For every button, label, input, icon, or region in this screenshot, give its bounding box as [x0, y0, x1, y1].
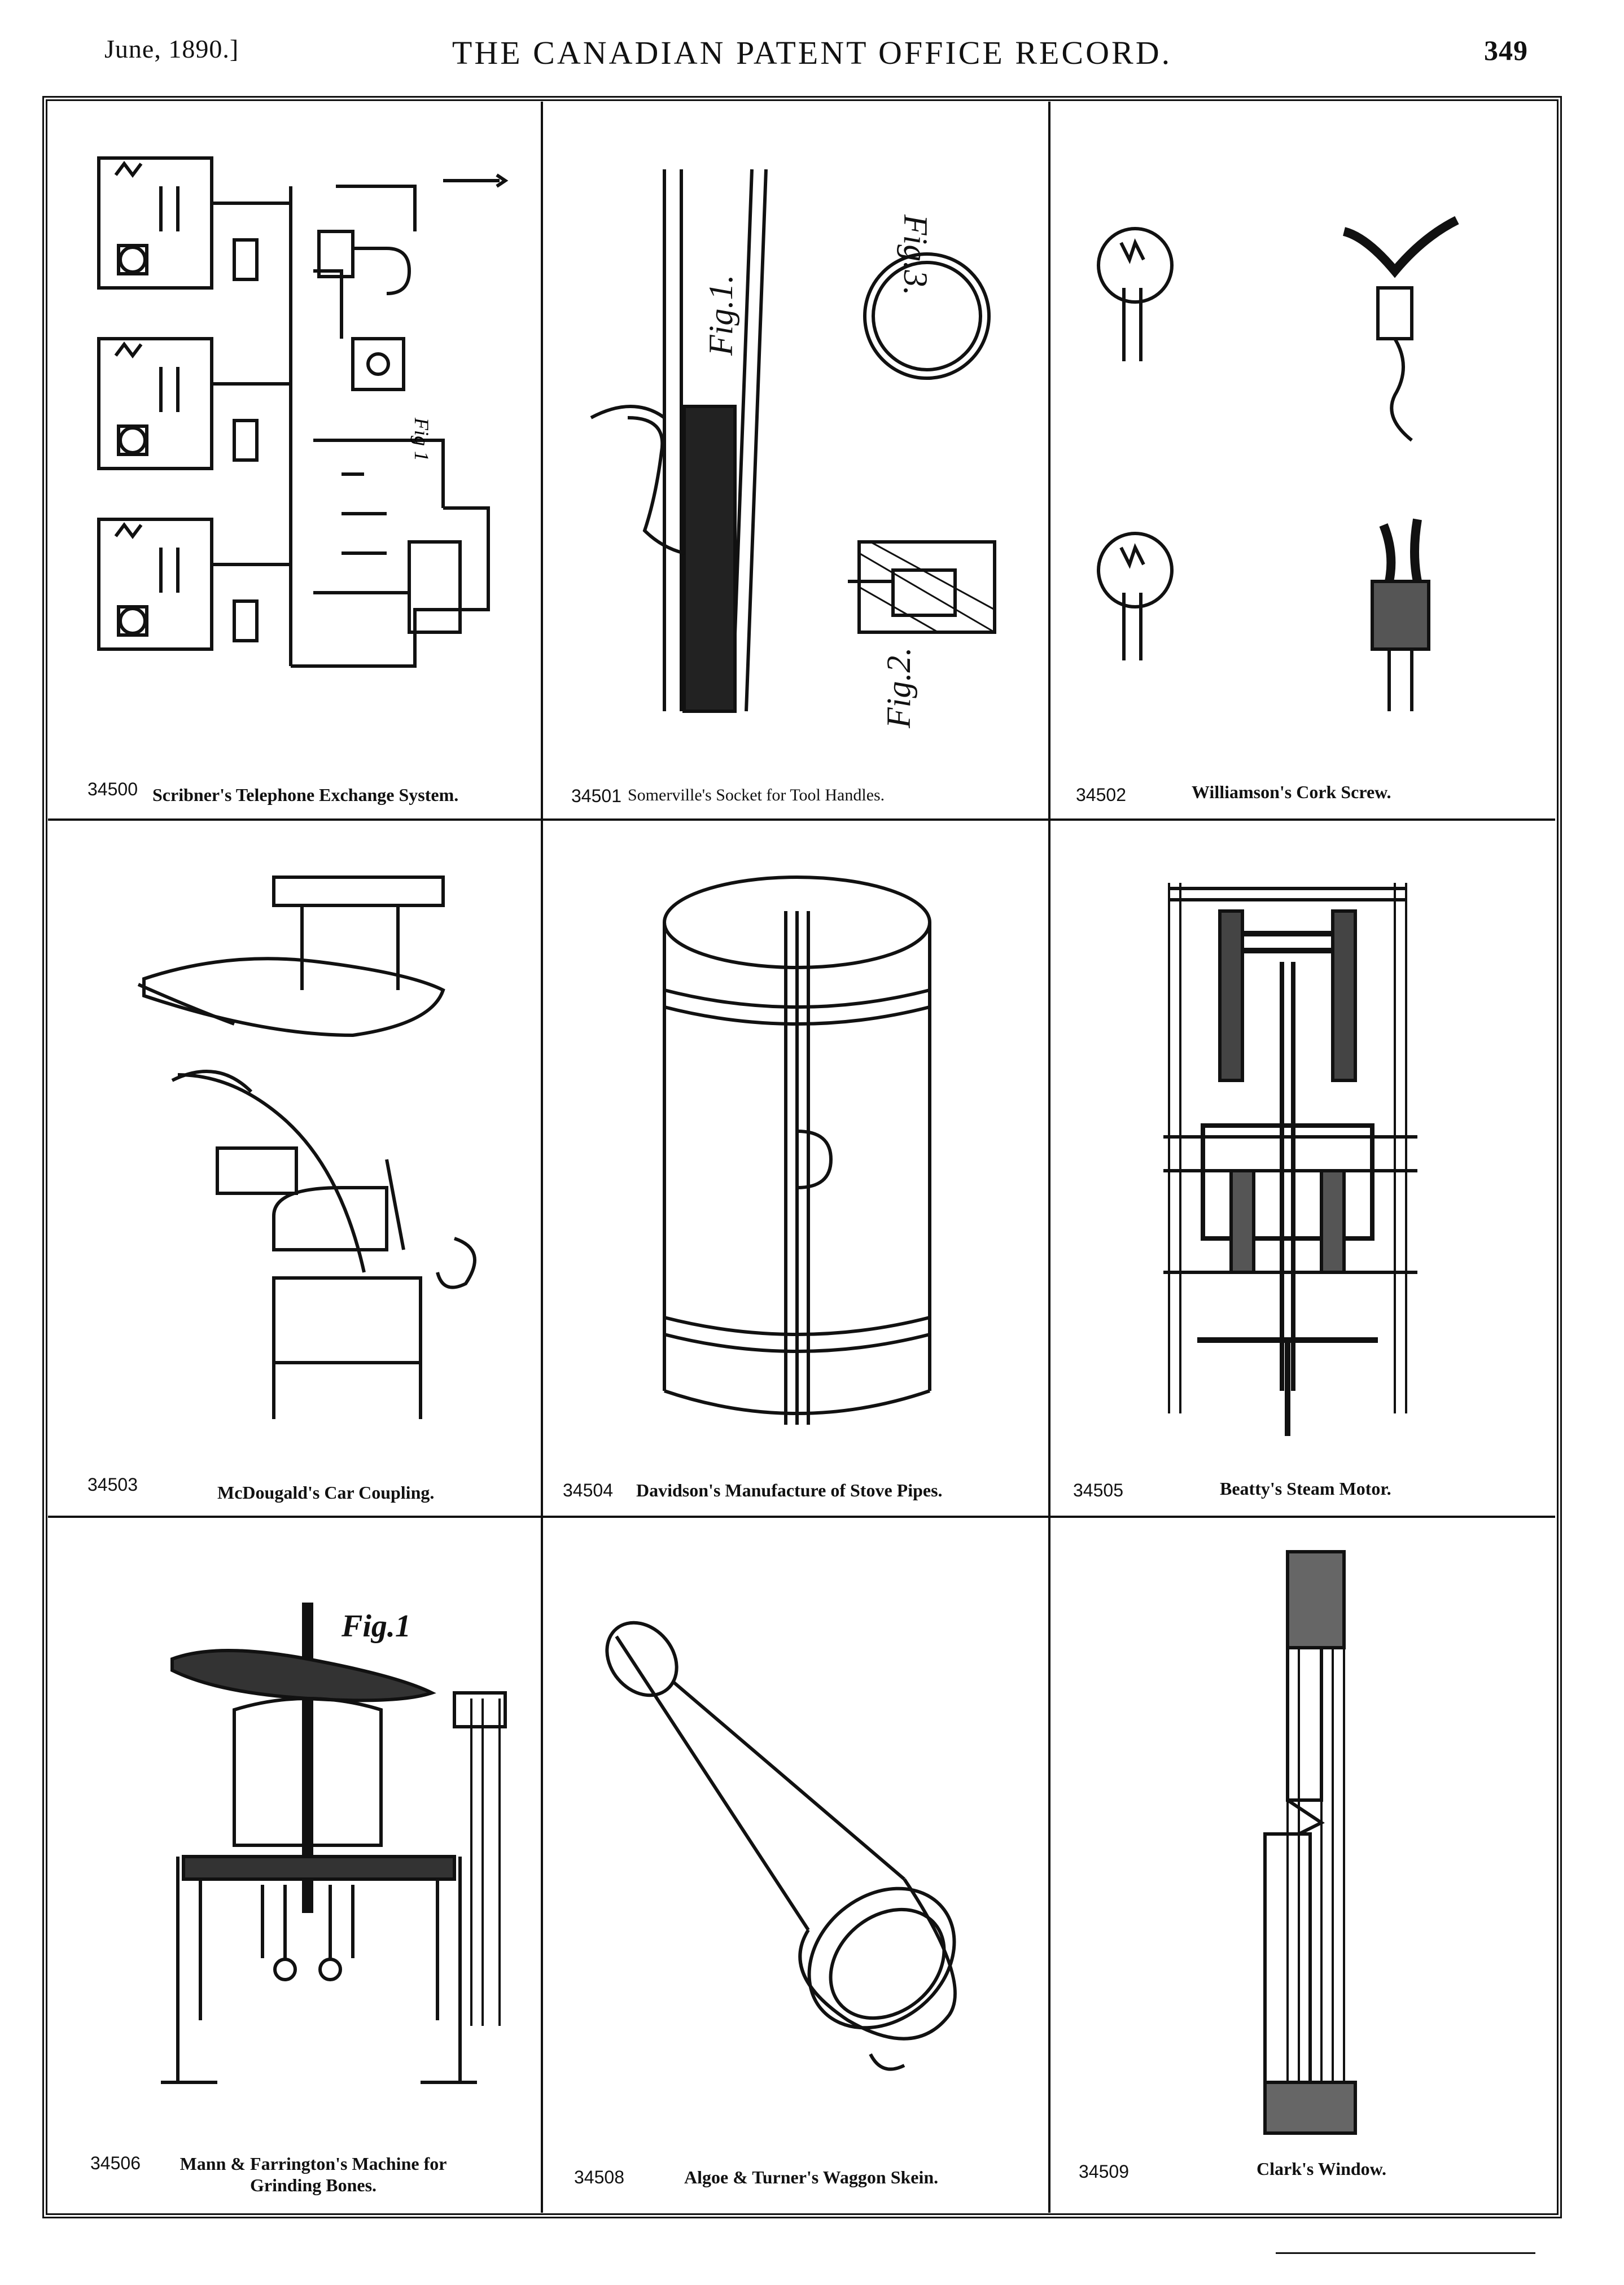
publication-title: THE CANADIAN PATENT OFFICE RECORD.	[452, 34, 1172, 71]
patent-number: 34505	[1073, 1480, 1123, 1500]
patent-cell-34503: 34503 McDougald's Car Coupling.	[48, 821, 541, 1516]
patent-caption: Mann & Farrington's Machine for Grinding…	[180, 2153, 447, 2195]
page-number: 349	[1484, 34, 1528, 66]
car-coupling-drawing	[137, 876, 476, 1419]
patent-caption: Davidson's Manufacture of Stove Pipes.	[636, 1480, 943, 1500]
patent-caption: Somerville's Socket for Tool Handles.	[628, 786, 885, 804]
patent-number: 34506	[90, 2153, 141, 2173]
tool-handle-socket-drawing: Fig.1. Fig.3. Fig.2.	[590, 169, 996, 729]
steam-motor-drawing	[1163, 883, 1417, 1436]
fig-3-label: Fig.3.	[897, 214, 934, 295]
fig-1-label: Fig.1.	[702, 275, 739, 356]
fig-2-label: Fig.2.	[880, 647, 917, 729]
patent-number: 34503	[87, 1474, 138, 1495]
cork-screw-drawing	[1097, 216, 1459, 711]
patent-cell-34500: Fig 1 34500 Scribner's Telephone Exchang…	[48, 102, 541, 818]
patent-caption: Williamson's Cork Screw.	[1192, 782, 1391, 802]
patent-cell-34508: 34508 Algoe & Turner's Waggon Skein.	[543, 1518, 1048, 2213]
patent-caption: Algoe & Turner's Waggon Skein.	[684, 2167, 939, 2187]
waggon-skein-drawing	[605, 1621, 957, 2071]
issue-date: June, 1890.]	[104, 34, 239, 63]
patent-cell-34505: 34505 Beatty's Steam Motor.	[1050, 821, 1556, 1516]
patent-cell-34509: 34509 Clark's Window.	[1050, 1518, 1556, 2213]
stove-pipe-drawing	[663, 876, 931, 1425]
window-drawing	[1263, 1550, 1357, 2135]
bottom-rule	[1276, 2252, 1535, 2254]
patent-cell-34504: 34504 Davidson's Manufacture of Stove Pi…	[543, 821, 1048, 1516]
column-divider-2	[1048, 102, 1050, 2213]
patent-number: 34504	[563, 1480, 613, 1500]
patent-caption: Beatty's Steam Motor.	[1220, 1478, 1391, 1499]
bone-grinding-machine-drawing: Fig.1	[161, 1603, 507, 2084]
patent-cell-34501: Fig.1. Fig.3. Fig.2. 34501 Somerville's …	[543, 102, 1048, 818]
patent-number: 34509	[1079, 2161, 1129, 2182]
patent-caption: McDougald's Car Coupling.	[217, 1482, 435, 1503]
row-divider-2	[48, 1516, 1555, 1518]
patent-number: 34501	[571, 786, 621, 806]
patent-number: 34500	[87, 779, 138, 799]
patent-number: 34508	[574, 2167, 624, 2187]
patent-number: 34502	[1076, 785, 1126, 805]
patent-cell-34502: 34502 Williamson's Cork Screw.	[1050, 102, 1556, 818]
patent-caption: Scribner's Telephone Exchange System.	[152, 785, 459, 805]
svg-text:Fig 1: Fig 1	[410, 417, 433, 461]
row-divider-1	[48, 818, 1555, 821]
telephone-exchange-drawing: Fig 1	[97, 156, 509, 668]
patent-caption: Clark's Window.	[1257, 2159, 1387, 2179]
column-divider-1	[541, 102, 543, 2213]
plates-frame	[42, 96, 1562, 2218]
fig-1-bones-label: Fig.1	[341, 1609, 411, 1644]
patent-cell-34506: Fig.1 34506 Mann & Farrington's Machine …	[48, 1518, 541, 2213]
